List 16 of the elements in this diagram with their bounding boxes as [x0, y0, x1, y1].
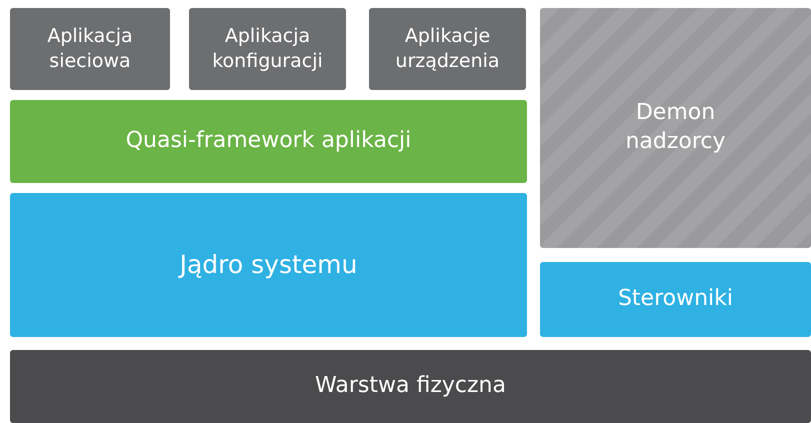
daemon-box	[540, 8, 811, 248]
layer-label: Jądro systemu	[180, 248, 358, 281]
layer-label: Demon nadzorcy	[624, 99, 727, 156]
layer-label: Warstwa fizyczna	[315, 372, 506, 400]
application-box	[369, 8, 526, 90]
hardware-layer	[10, 350, 811, 423]
layer-label: Aplikacje urządzenia	[394, 24, 501, 74]
drivers-layer	[540, 262, 811, 337]
layer-label: Sterowniki	[618, 285, 734, 314]
framework-layer	[10, 100, 527, 183]
layer-label: Aplikacja konfiguracji	[211, 24, 324, 74]
application-box	[189, 8, 346, 90]
application-box	[10, 8, 170, 90]
kernel-layer	[10, 193, 527, 337]
layer-label: Aplikacja sieciowa	[46, 24, 134, 74]
layer-label: Quasi-framework aplikacji	[126, 127, 412, 156]
